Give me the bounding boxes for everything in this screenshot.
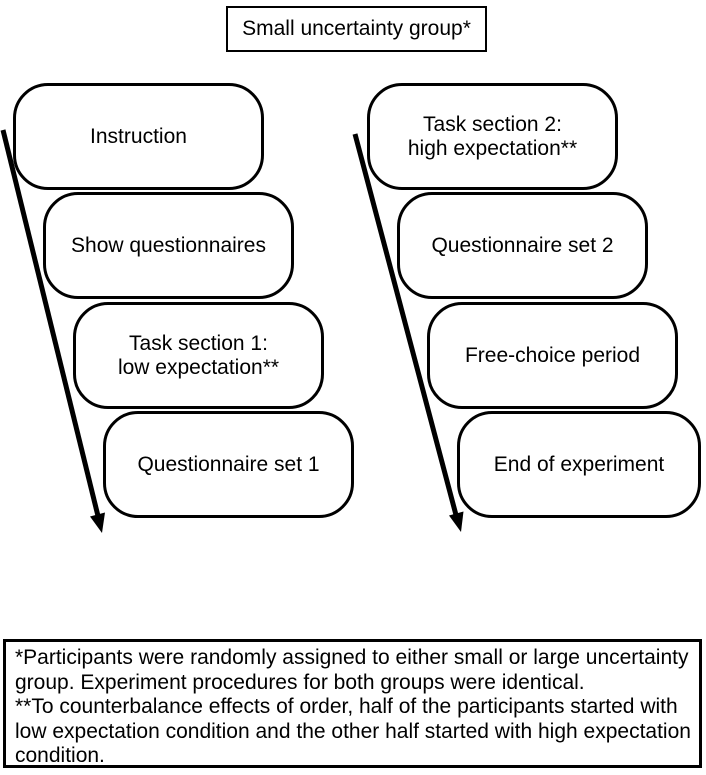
step-label: Questionnaire set 2 xyxy=(431,233,614,257)
step-label: Questionnaire set 1 xyxy=(137,452,320,476)
group-title-box: Small uncertainty group* xyxy=(226,6,487,52)
footnotes-box: *Participants were randomly assigned to … xyxy=(3,639,702,768)
footnote-group-assignment: *Participants were randomly assigned to … xyxy=(15,646,689,694)
step-box-instruction: Instruction xyxy=(13,83,264,190)
step-label: End of experiment xyxy=(493,452,665,476)
step-box-questionnaire-set-1: Questionnaire set 1 xyxy=(103,411,354,518)
step-label: Free-choice period xyxy=(464,343,641,367)
step-label: Task section 1: low expectation** xyxy=(117,331,280,379)
step-box-end-of-experiment: End of experiment xyxy=(457,411,701,518)
step-box-free-choice-period: Free-choice period xyxy=(427,302,678,409)
step-label: Instruction xyxy=(90,124,187,148)
step-box-task-section-2: Task section 2: high expectation** xyxy=(367,83,618,190)
footnote-counterbalance: **To counterbalance effects of order, ha… xyxy=(15,695,691,767)
step-label: Task section 2: high expectation** xyxy=(407,112,578,160)
group-title: Small uncertainty group* xyxy=(242,17,471,40)
step-box-questionnaire-set-2: Questionnaire set 2 xyxy=(397,192,648,299)
step-label: Show questionnaires xyxy=(71,233,266,257)
step-box-task-section-1: Task section 1: low expectation** xyxy=(73,302,324,409)
step-box-show-questionnaires: Show questionnaires xyxy=(43,192,294,299)
